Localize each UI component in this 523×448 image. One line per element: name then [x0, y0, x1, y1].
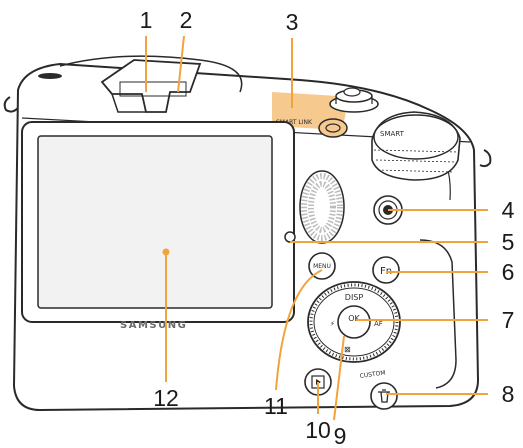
callout-11: 11: [264, 393, 288, 419]
flash-mode-icon: ⚡: [330, 320, 335, 328]
callout-8: 8: [502, 381, 515, 407]
record-button[interactable]: [373, 195, 403, 225]
callout-numbers: 1 2 3 4 5 6 7 8 9 10 11 12: [140, 7, 515, 448]
control-wheel[interactable]: DISP AF ⚡ ⊠ OK: [307, 281, 401, 363]
mode-dial[interactable]: SMART: [371, 111, 461, 181]
dial-smart-label: SMART: [380, 130, 405, 138]
callout-7: 7: [502, 307, 515, 333]
leader-9: [333, 335, 345, 421]
ok-button[interactable]: [337, 305, 371, 339]
menu-button[interactable]: MENU: [308, 252, 336, 280]
callout-2: 2: [180, 7, 193, 33]
leader-11: [275, 269, 323, 391]
callout-5: 5: [502, 229, 515, 255]
disp-label: DISP: [345, 293, 364, 302]
speaker-grille: [299, 170, 345, 244]
menu-button-label: MENU: [313, 263, 331, 270]
callout-3: 3: [286, 9, 299, 35]
lcd-screen: SAMSUNG: [21, 121, 295, 331]
trash-icon: [378, 389, 390, 403]
ok-label: OK: [348, 314, 360, 323]
shutter-assembly: [329, 87, 379, 113]
callout-4: 4: [502, 197, 515, 223]
callout-12: 12: [153, 385, 179, 411]
leader-12-dot: [162, 248, 170, 256]
top-highlight-region: SMART LINK: [272, 92, 348, 138]
callout-1: 1: [140, 7, 153, 33]
leader-lines: [145, 35, 488, 421]
fn-button[interactable]: Fn: [372, 256, 400, 284]
hot-shoe: [100, 59, 202, 113]
smart-link-label: SMART LINK: [276, 119, 313, 126]
status-lamp: [284, 231, 296, 243]
callout-6: 6: [502, 259, 515, 285]
timer-icon: ⊠: [344, 345, 351, 354]
smart-link-button[interactable]: [318, 118, 348, 138]
custom-label: CUSTOM: [359, 369, 386, 380]
leader-2: [177, 35, 185, 93]
af-label: AF: [374, 320, 383, 328]
callout-9: 9: [334, 423, 347, 448]
delete-button[interactable]: [370, 382, 398, 410]
brand-logo: SAMSUNG: [120, 320, 187, 331]
callout-10: 10: [305, 417, 331, 443]
